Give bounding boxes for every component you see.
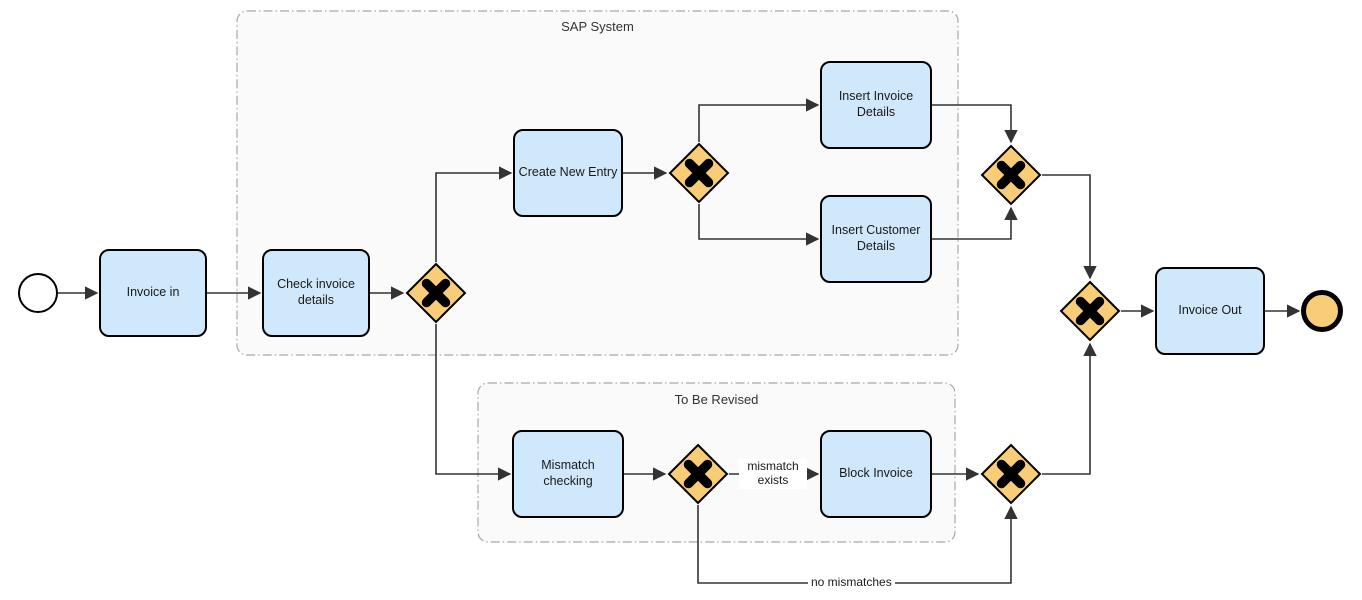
xor-gateway-icon xyxy=(1059,280,1121,342)
task-invoice-out[interactable]: Invoice Out xyxy=(1155,267,1265,355)
xor-gateway-mismatch-join[interactable] xyxy=(980,443,1042,505)
task-insert-invoice-details[interactable]: Insert Invoice Details xyxy=(820,61,932,149)
flow-gateway5-to-final-join[interactable] xyxy=(1042,342,1097,475)
flow-gateway1-to-create-new-entry[interactable] xyxy=(435,166,513,262)
xor-gateway-icon xyxy=(980,443,1042,505)
xor-gateway-insert-join[interactable] xyxy=(980,144,1042,206)
xor-gateway-mismatch-split[interactable] xyxy=(667,443,729,505)
xor-gateway-icon xyxy=(405,262,467,324)
task-create-new-entry[interactable]: Create New Entry xyxy=(513,129,623,217)
xor-gateway-icon xyxy=(980,144,1042,206)
edge-label-no-mismatches[interactable]: no mismatches xyxy=(808,575,895,591)
task-block-invoice[interactable]: Block Invoice xyxy=(820,430,932,518)
task-insert-customer-details[interactable]: Insert Customer Details xyxy=(820,195,932,283)
xor-gateway-icon xyxy=(667,443,729,505)
xor-gateway-entry-split[interactable] xyxy=(668,142,730,204)
end-event[interactable] xyxy=(1301,290,1343,332)
edge-label-mismatch-exists[interactable]: mismatch exists xyxy=(739,459,807,489)
flow-gateway2-to-insert-invoice[interactable] xyxy=(698,98,820,142)
flow-gateway3-to-final-join[interactable] xyxy=(1042,174,1097,280)
xor-gateway-final-join[interactable] xyxy=(1059,280,1121,342)
flow-insert-customer-to-gateway3[interactable] xyxy=(932,206,1018,240)
flow-insert-invoice-to-gateway3[interactable] xyxy=(932,104,1018,144)
group-sap-system[interactable] xyxy=(236,10,959,356)
flow-gateway1-to-mismatch-checking[interactable] xyxy=(435,324,512,481)
task-mismatch-checking[interactable]: Mismatch checking xyxy=(512,430,624,518)
task-check-invoice-details[interactable]: Check invoice details xyxy=(262,249,370,337)
xor-gateway-icon xyxy=(668,142,730,204)
start-event[interactable] xyxy=(18,273,58,313)
xor-gateway-check-split[interactable] xyxy=(405,262,467,324)
flow-gateway2-to-insert-customer[interactable] xyxy=(698,204,820,246)
task-invoice-in[interactable]: Invoice in xyxy=(99,249,207,337)
